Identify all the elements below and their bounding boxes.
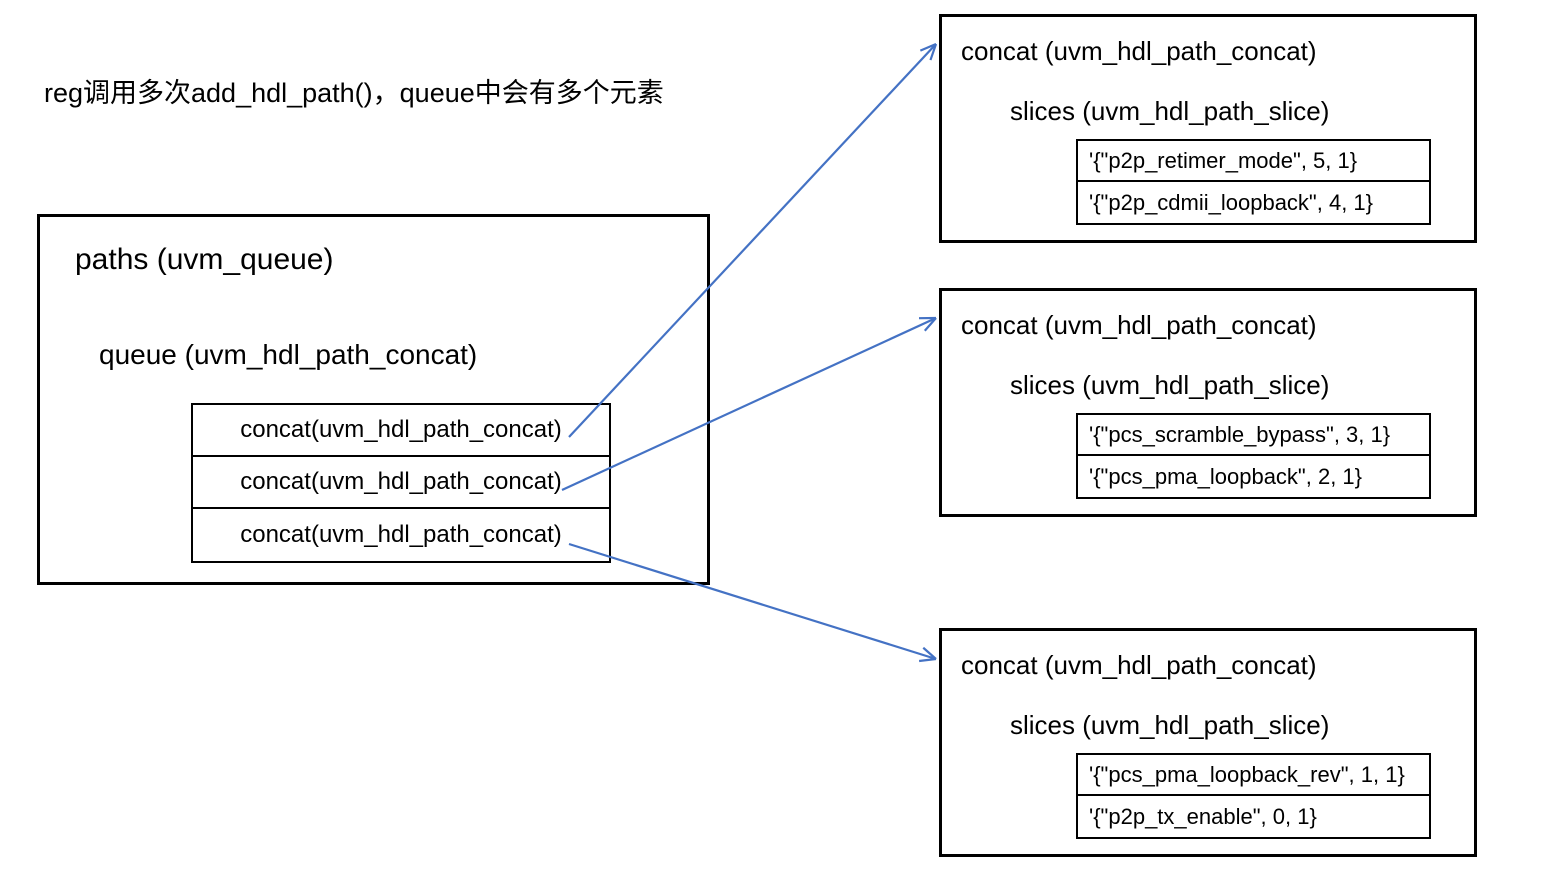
slice-list-item[interactable]: '{"pcs_pma_loopback_rev", 1, 1} xyxy=(1078,755,1429,796)
page-title: reg调用多次add_hdl_path()，queue中会有多个元素 xyxy=(44,78,664,108)
slice-list: '{"pcs_scramble_bypass", 3, 1} '{"pcs_pm… xyxy=(1076,413,1431,499)
slice-list: '{"pcs_pma_loopback_rev", 1, 1} '{"p2p_t… xyxy=(1076,753,1431,839)
slices-label: slices (uvm_hdl_path_slice) xyxy=(1010,710,1330,740)
concat-panel-title: concat (uvm_hdl_path_concat) xyxy=(961,310,1317,340)
slices-label: slices (uvm_hdl_path_slice) xyxy=(1010,370,1330,400)
slice-list-item[interactable]: '{"p2p_cdmii_loopback", 4, 1} xyxy=(1078,182,1429,223)
concat-panel-2: concat (uvm_hdl_path_concat) slices (uvm… xyxy=(939,288,1477,517)
slice-list-item[interactable]: '{"p2p_retimer_mode", 5, 1} xyxy=(1078,141,1429,182)
slice-list-item[interactable]: '{"pcs_scramble_bypass", 3, 1} xyxy=(1078,415,1429,456)
slice-list-item[interactable]: '{"pcs_pma_loopback", 2, 1} xyxy=(1078,456,1429,497)
concat-panel-3: concat (uvm_hdl_path_concat) slices (uvm… xyxy=(939,628,1477,857)
queue-list-item[interactable]: concat(uvm_hdl_path_concat) xyxy=(193,405,609,457)
concat-panel-1: concat (uvm_hdl_path_concat) slices (uvm… xyxy=(939,14,1477,243)
queue-label: queue (uvm_hdl_path_concat) xyxy=(99,339,478,370)
concat-panel-title: concat (uvm_hdl_path_concat) xyxy=(961,650,1317,680)
queue-element-list: concat(uvm_hdl_path_concat) concat(uvm_h… xyxy=(191,403,611,563)
slices-label: slices (uvm_hdl_path_slice) xyxy=(1010,96,1330,126)
queue-list-item[interactable]: concat(uvm_hdl_path_concat) xyxy=(193,509,609,561)
slice-list: '{"p2p_retimer_mode", 5, 1} '{"p2p_cdmii… xyxy=(1076,139,1431,225)
slice-list-item[interactable]: '{"p2p_tx_enable", 0, 1} xyxy=(1078,796,1429,837)
queue-list-item[interactable]: concat(uvm_hdl_path_concat) xyxy=(193,457,609,509)
paths-box-title: paths (uvm_queue) xyxy=(75,243,334,276)
concat-panel-title: concat (uvm_hdl_path_concat) xyxy=(961,36,1317,66)
